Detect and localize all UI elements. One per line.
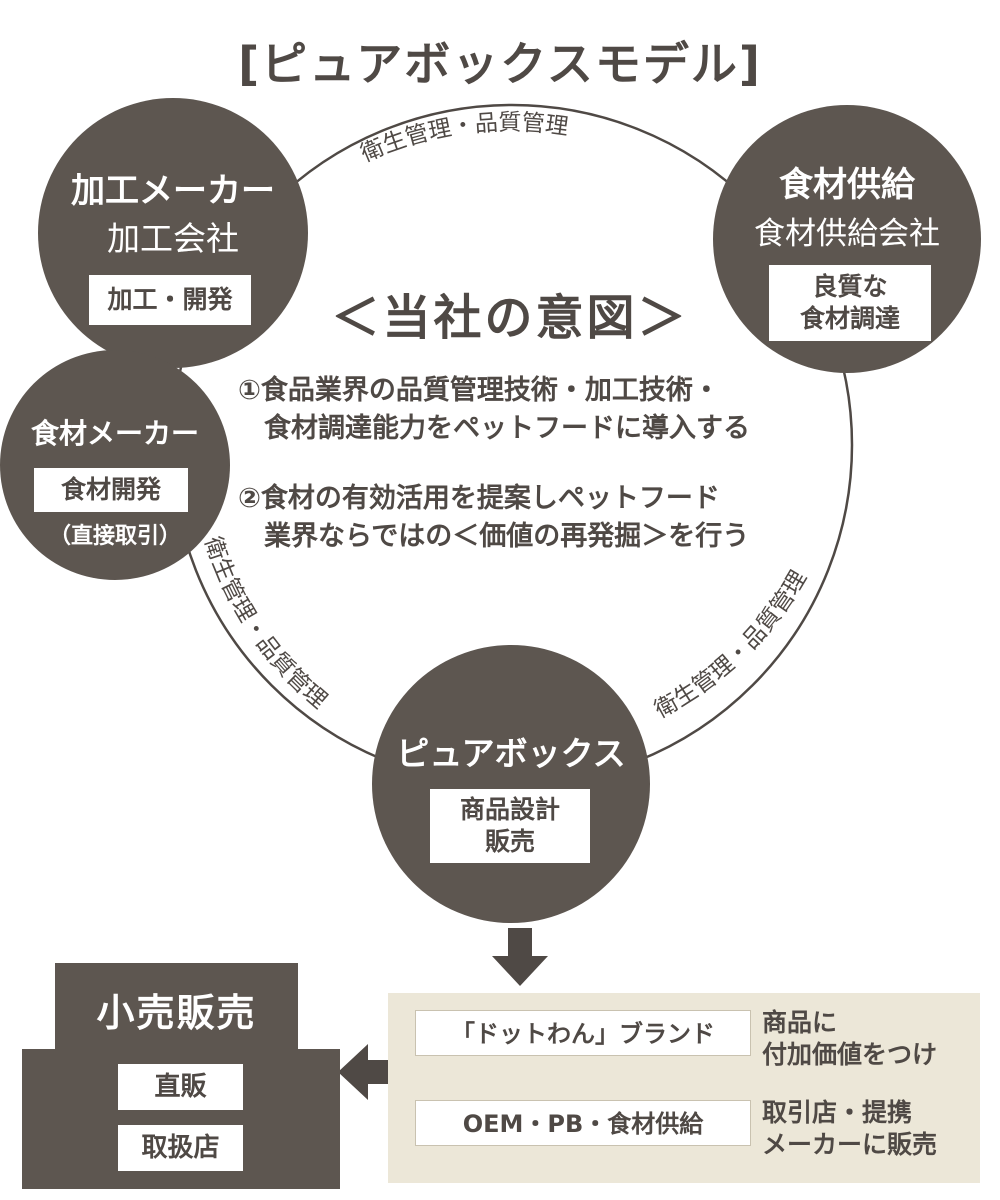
supply-sub: 食材供給会社 (754, 216, 940, 252)
brand-desc-oem-line2: メーカーに販売 (762, 1130, 938, 1159)
retail-item-store: 取扱店 (118, 1125, 243, 1171)
brand-desc-dotwan-line2: 付加価値をつけ (762, 1040, 938, 1069)
arc-label-left: 衛生管理・品質管理 (199, 534, 332, 714)
supply-node: 食材供給 食材供給会社 良質な 食材調達 (713, 105, 981, 373)
intent-title: ＜当社の意図＞ (331, 290, 689, 346)
processor-node: 加工メーカー 加工会社 加工・開発 (38, 98, 308, 368)
arrow-left-icon (338, 1044, 394, 1100)
intent-point2-line2: 業界ならではの＜価値の再発掘＞を行う (264, 521, 750, 552)
ingredient-note: （直接取引） (48, 524, 181, 549)
brand-desc-dotwan: 商品に 付加価値をつけ (762, 1007, 937, 1071)
brand-label-dotwan: 「ドットわん」ブランド (415, 1010, 751, 1056)
purebox-role-box: 商品設計 販売 (430, 789, 590, 863)
supply-role-line1: 良質な (812, 272, 888, 301)
ingredient-name: 食材メーカー (30, 417, 199, 450)
purebox-role-line1: 商品設計 (459, 795, 560, 824)
intent-point2-line1: ②食材の有効活用を提案しペットフード (238, 483, 720, 514)
retail-title: 小売販売 (96, 991, 257, 1035)
processor-role-box: 加工・開発 (89, 275, 251, 325)
processor-name: 加工メーカー (71, 171, 275, 211)
arrow-down-icon (492, 928, 548, 986)
purebox-node: ピュアボックス 商品設計 販売 (372, 645, 650, 923)
purebox-role-line2: 販売 (484, 827, 535, 856)
arc-label-top: 衛生管理・品質管理 (357, 110, 570, 167)
brand-desc-dotwan-line1: 商品に (762, 1008, 838, 1037)
intent-point1-line1: ①食品業界の品質管理技術・加工技術・ (238, 375, 720, 406)
retail-item-direct: 直販 (118, 1064, 243, 1110)
ingredient-role-box: 食材開発 (34, 468, 188, 512)
ingredient-node: 食材メーカー 食材開発 （直接取引） (0, 350, 230, 580)
supply-role-box: 良質な 食材調達 (769, 265, 931, 341)
brand-desc-oem: 取引店・提携 メーカーに販売 (762, 1097, 937, 1161)
supply-role-line2: 食材調達 (799, 304, 900, 333)
brand-desc-oem-line1: 取引店・提携 (762, 1098, 913, 1127)
intent-point1-line2: 食材調達能力をペットフードに導入する (264, 413, 750, 444)
purebox-name: ピュアボックス (396, 734, 626, 773)
supply-name: 食材供給 (779, 165, 915, 205)
processor-sub: 加工会社 (107, 219, 239, 258)
retail-header-block (55, 963, 298, 1063)
brand-label-oem: OEM・PB・食材供給 (415, 1100, 751, 1146)
page-title: [ピュアボックスモデル] (238, 37, 762, 91)
